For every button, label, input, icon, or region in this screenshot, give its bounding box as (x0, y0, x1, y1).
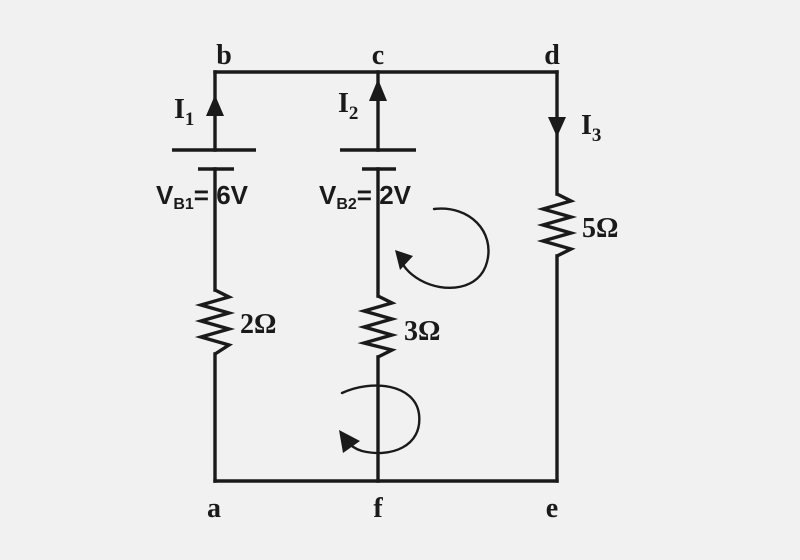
node-label-e: e (546, 493, 558, 524)
loop-lower-arrow (339, 430, 360, 453)
battery-b1-sub: B1 (173, 196, 194, 213)
current-i1-main: I (174, 94, 185, 125)
battery-b1-label: VB1= 6V (156, 180, 249, 213)
battery-b2-label: VB2= 2V (319, 180, 412, 213)
resistor-r3-symbol (536, 192, 578, 258)
current-i1-sub: 1 (185, 109, 195, 130)
current-i2-arrow (369, 79, 387, 101)
battery-b2-sub: B2 (336, 196, 357, 213)
current-i1-label: I1 (174, 94, 194, 130)
resistor-r2-label: 3Ω (404, 316, 440, 347)
resistor-r1-symbol (194, 288, 236, 356)
node-label-d: d (544, 40, 560, 71)
node-label-f: f (373, 493, 383, 524)
wires (213, 70, 559, 483)
battery-b2 (340, 148, 416, 171)
resistor-r3-label: 5Ω (582, 213, 618, 244)
battery-b1-main: V (156, 180, 174, 210)
battery-b2-main: V (319, 180, 337, 210)
loop-upper-arrow (395, 250, 413, 270)
current-i3-label: I3 (581, 110, 601, 146)
current-i2-label: I2 (338, 88, 358, 124)
current-i1-arrow (206, 95, 224, 116)
node-label-b: b (216, 40, 232, 71)
current-i3-main: I (581, 110, 592, 141)
battery-b1 (172, 148, 256, 171)
node-label-a: a (207, 493, 221, 524)
resistor-r1-label: 2Ω (240, 309, 276, 340)
resistor-r2-symbol (357, 294, 399, 359)
loop-upper-path (397, 207, 490, 289)
battery-b2-value: = 2V (357, 180, 412, 210)
node-label-c: c (372, 40, 384, 71)
battery-b1-value: = 6V (194, 180, 249, 210)
current-i3-sub: 3 (592, 125, 602, 146)
current-i2-sub: 2 (349, 103, 359, 124)
loop-lower-path (340, 384, 421, 455)
current-i2-main: I (338, 88, 349, 119)
current-i3-arrow (548, 117, 566, 137)
